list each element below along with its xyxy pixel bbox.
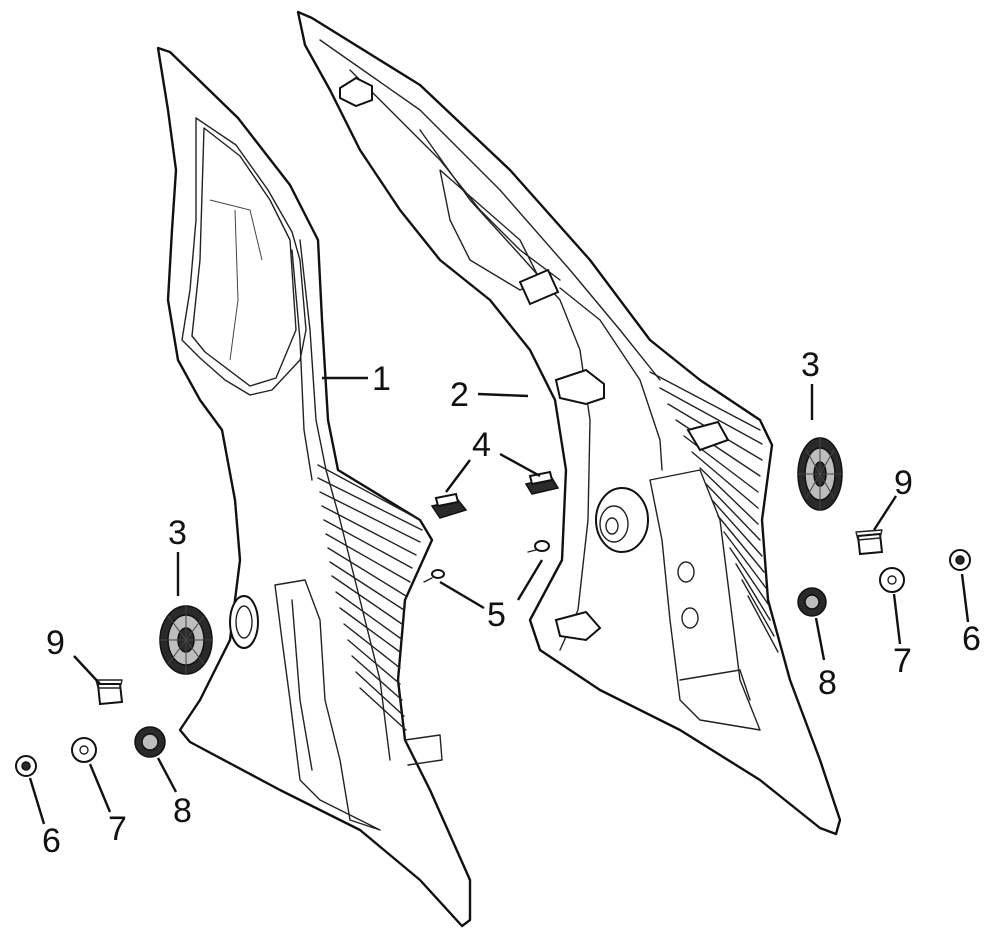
callout-5: 5 bbox=[487, 596, 506, 634]
part-4-clip-right bbox=[524, 470, 560, 495]
leader-2 bbox=[477, 392, 529, 398]
leader-6-right bbox=[960, 573, 970, 623]
part-9-collar-left bbox=[95, 679, 124, 706]
callout-8-right: 8 bbox=[818, 664, 837, 702]
leader-5-left bbox=[439, 580, 485, 610]
callout-3-left: 3 bbox=[168, 514, 187, 552]
leader-8-left bbox=[156, 757, 178, 793]
callout-3-right: 3 bbox=[801, 346, 820, 384]
callout-9-right: 9 bbox=[894, 464, 913, 502]
part-3-right-grommet bbox=[797, 437, 843, 511]
part-3-left-grommet bbox=[159, 605, 213, 675]
part-5-screw-left bbox=[423, 569, 445, 583]
part-6-bolt-left bbox=[15, 755, 37, 777]
callout-2: 2 bbox=[450, 376, 469, 414]
callout-6-left: 6 bbox=[42, 822, 61, 860]
leader-4-right bbox=[499, 452, 541, 478]
leader-7-left bbox=[88, 763, 112, 813]
part-7-washer-right bbox=[879, 567, 905, 593]
leader-5-right bbox=[516, 559, 544, 601]
part-9-collar-right bbox=[855, 529, 884, 556]
callout-1: 1 bbox=[372, 360, 391, 398]
part-7-washer-left bbox=[71, 737, 97, 763]
callout-7-left: 7 bbox=[108, 810, 127, 848]
callout-8-left: 8 bbox=[173, 792, 192, 830]
part-5-screw-right bbox=[527, 540, 550, 553]
leader-7-right bbox=[892, 593, 902, 645]
leader-6-left bbox=[28, 777, 46, 825]
part-1-left-side-cover bbox=[156, 46, 472, 928]
part-1-grille bbox=[317, 464, 423, 731]
leader-9-left bbox=[73, 655, 101, 685]
part-8-bushing-right bbox=[797, 587, 827, 617]
callout-9-left: 9 bbox=[46, 624, 65, 662]
callout-7-right: 7 bbox=[893, 642, 912, 680]
leader-9-right bbox=[872, 495, 898, 531]
callout-4: 4 bbox=[472, 426, 491, 464]
callout-labels: 1 2 3 3 4 5 6 6 7 7 8 8 9 9 bbox=[42, 346, 981, 860]
part-2-right-side-cover bbox=[296, 10, 842, 836]
leader-4-left bbox=[445, 459, 471, 493]
callout-6-right: 6 bbox=[962, 620, 981, 658]
part-6-bolt-right bbox=[949, 549, 971, 571]
part-4-clip-left bbox=[430, 492, 468, 519]
part-8-bushing-left bbox=[134, 726, 166, 758]
leader-lines bbox=[28, 376, 970, 825]
leader-8-right bbox=[814, 617, 826, 661]
